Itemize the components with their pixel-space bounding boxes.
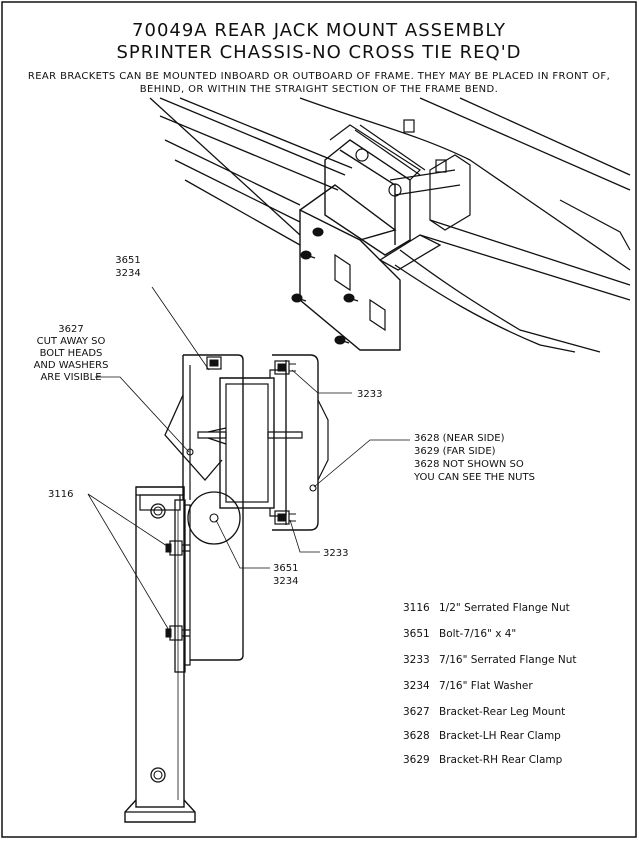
rear-clamp-bracket [272, 354, 329, 531]
drawing-title-line-1: 70049A REAR JACK MOUNT ASSEMBLY [132, 20, 506, 41]
callout-3651-bottom-b: 3234 [273, 576, 298, 587]
callout-3233-bottom: 3233 [323, 548, 348, 559]
callout-3628-d: YOU CAN SEE THE NUTS [413, 472, 535, 483]
part-5-number: 3628 [403, 730, 430, 742]
part-5-description: Bracket-LH Rear Clamp [439, 730, 561, 742]
part-0-number: 3116 [403, 602, 430, 614]
mounting-note-line-2: BEHIND, OR WITHIN THE STRAIGHT SECTION O… [140, 84, 499, 95]
mounting-note-line-1: REAR BRACKETS CAN BE MOUNTED INBOARD OR … [28, 71, 610, 82]
part-3-description: 7/16" Flat Washer [439, 680, 533, 692]
callout-3628-b: 3629 (FAR SIDE) [414, 446, 496, 457]
part-0-description: 1/2" Serrated Flange Nut [439, 602, 570, 614]
callout-3651-bottom: 3651 3234 [273, 563, 298, 587]
callout-3627-a: 3627 [58, 324, 83, 335]
rear-leg-mount-bracket [164, 354, 244, 673]
callout-3627: 3627 CUT AWAY SO BOLT HEADS AND WASHERS … [34, 324, 109, 383]
parts-list: 3116 1/2" Serrated Flange Nut 3651 Bolt-… [403, 602, 576, 766]
part-3-number: 3234 [403, 680, 430, 692]
callout-3651-top: 3651 3234 [115, 255, 140, 279]
callout-3627-c: BOLT HEADS [40, 348, 103, 359]
callout-3651-top-a: 3651 [115, 255, 140, 266]
frame-isometric-view [149, 97, 631, 353]
callout-3116: 3116 [48, 489, 73, 500]
callout-3651-bottom-a: 3651 [273, 563, 298, 574]
callout-3628: 3628 (NEAR SIDE) 3629 (FAR SIDE) 3628 NO… [413, 433, 535, 483]
callout-3628-a: 3628 (NEAR SIDE) [414, 433, 505, 444]
drawing-title-line-2: SPRINTER CHASSIS-NO CROSS TIE REQ'D [116, 42, 521, 63]
callout-3627-d: AND WASHERS [34, 360, 109, 371]
part-2-description: 7/16" Serrated Flange Nut [439, 654, 576, 666]
callout-3651-top-b: 3234 [115, 268, 140, 279]
callout-3628-c: 3628 NOT SHOWN SO [414, 459, 524, 470]
part-6-description: Bracket-RH Rear Clamp [439, 754, 563, 766]
callout-3627-e: ARE VISIBLE [40, 372, 101, 383]
part-6-number: 3629 [403, 754, 430, 766]
part-4-number: 3627 [403, 706, 430, 718]
callout-3627-b: CUT AWAY SO [37, 336, 106, 347]
jack-leg [124, 486, 196, 823]
part-2-number: 3233 [403, 654, 430, 666]
part-1-number: 3651 [403, 628, 430, 640]
leader-lines [87, 286, 410, 633]
part-4-description: Bracket-Rear Leg Mount [439, 706, 565, 718]
callout-3233-top: 3233 [357, 389, 382, 400]
part-1-description: Bolt-7/16" x 4" [439, 628, 516, 640]
